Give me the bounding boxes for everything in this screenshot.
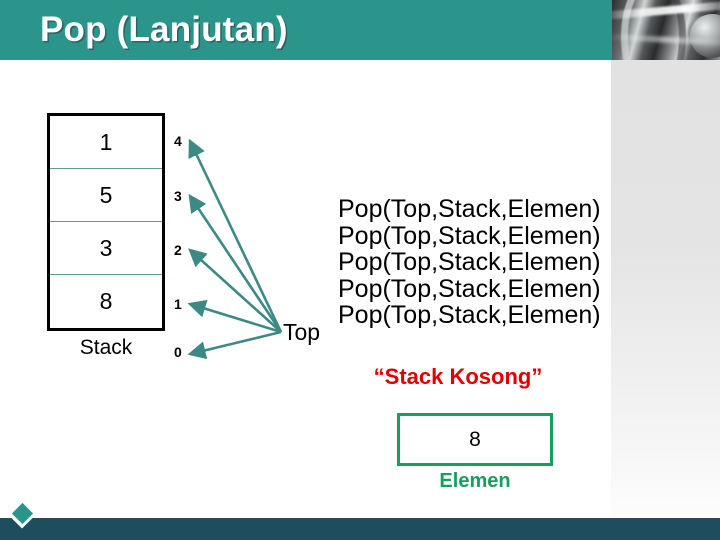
stack-index-0: 0: [174, 344, 182, 360]
arrow-top-to-index-4: [188, 138, 283, 333]
diamond-logo: [6, 497, 38, 529]
pop-operation-line: Pop(Top,Stack,Elemen): [338, 195, 601, 223]
header-band: [0, 0, 612, 60]
stack-cell: 3: [50, 222, 162, 275]
stack-cell: 5: [50, 169, 162, 222]
pop-operations-list: Pop(Top,Stack,Elemen) Pop(Top,Stack,Elem…: [338, 196, 658, 329]
page-title: Pop (Lanjutan): [40, 10, 288, 49]
element-caption: Elemen: [439, 470, 511, 492]
arrow-top-to-index-1: [187, 299, 282, 334]
pop-operation-line: Pop(Top,Stack,Elemen): [338, 248, 601, 276]
stack-cell: 1: [50, 116, 162, 169]
stack-container: 1 5 3 8: [47, 113, 165, 331]
stack-cell: 8: [99, 288, 113, 314]
arrow-top-to-index-2: [188, 248, 282, 333]
footer-band: [0, 518, 720, 540]
stack-empty-message: “Stack Kosong”: [373, 364, 543, 389]
arrow-top-to-index-0: [187, 330, 282, 360]
stack-caption: Stack: [79, 336, 133, 359]
stack-index-3: 3: [174, 188, 182, 204]
element-value-box: 8: [397, 413, 553, 466]
header-photo-sphere: [689, 14, 720, 58]
pop-operation-line: Pop(Top,Stack,Elemen): [338, 274, 601, 303]
stack-index-2: 2: [174, 242, 182, 258]
header-photo: [612, 0, 720, 60]
stack-index-4: 4: [174, 133, 182, 149]
right-side-panel: [611, 60, 720, 540]
pop-operation-line: Pop(Top,Stack,Elemen): [338, 301, 601, 329]
header-photo-arc: [620, 0, 687, 60]
top-pointer-label: Top: [283, 319, 321, 345]
stack-index-1: 1: [174, 296, 182, 312]
arrow-top-to-index-3: [188, 193, 283, 333]
pop-operation-line: Pop(Top,Stack,Elemen): [338, 221, 601, 250]
